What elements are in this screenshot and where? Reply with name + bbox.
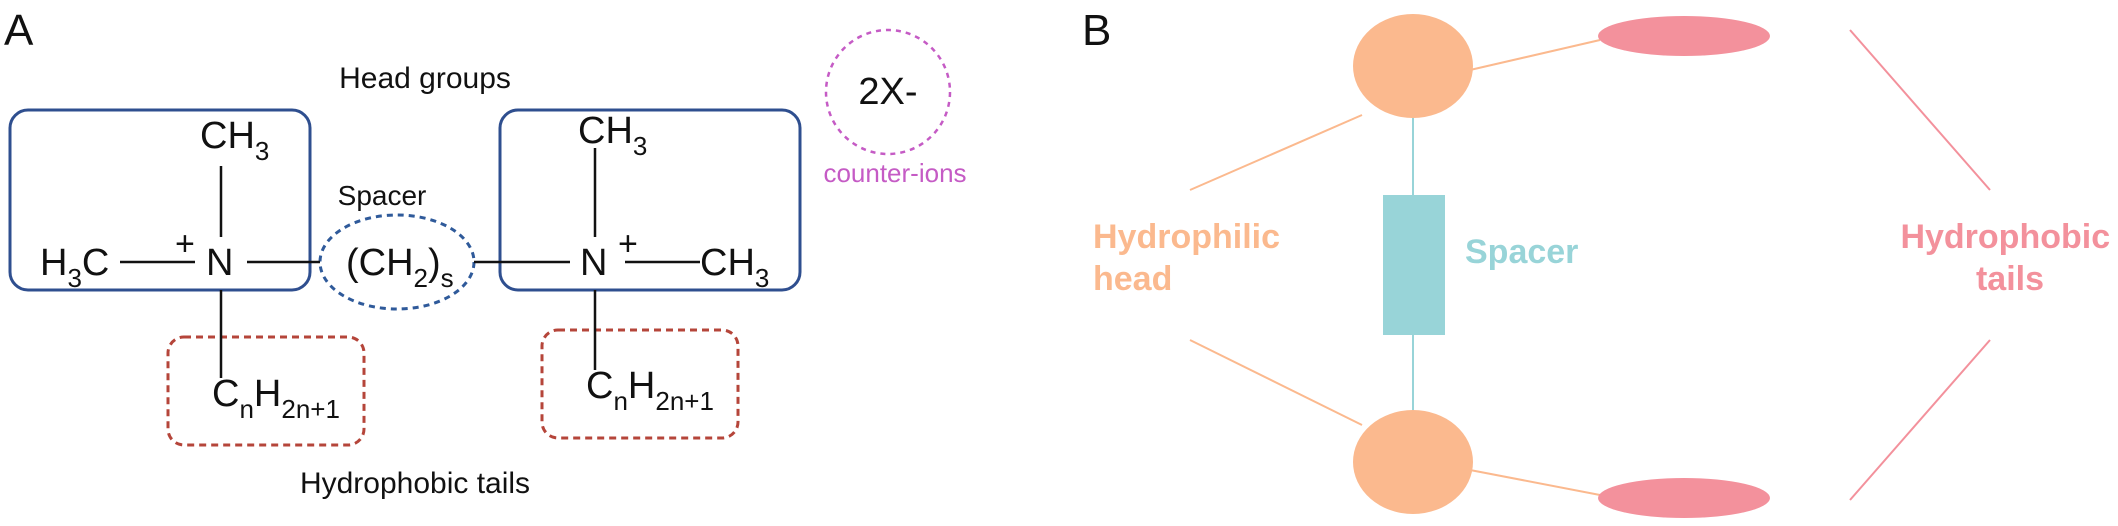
hydrophobic-tail-top <box>1598 16 1770 56</box>
left-tail-box <box>166 335 366 447</box>
spacer-formula: (CH2)s <box>346 242 454 293</box>
left-ch3-top: CH3 <box>200 115 269 166</box>
spacer-label-b: Spacer <box>1465 233 1578 271</box>
counter-ions-label: counter-ions <box>823 158 966 188</box>
right-tail-box <box>540 328 740 440</box>
panel-a-letter: A <box>4 6 34 55</box>
left-charge: + <box>175 225 195 263</box>
head-bottom-to-tail-line <box>1469 469 1601 496</box>
hydrophilic-head-label: Hydrophilic head <box>1093 218 1289 298</box>
right-nitrogen: N <box>580 242 607 284</box>
tail-top-label-line <box>1849 29 1991 191</box>
right-charge: + <box>618 225 638 263</box>
hydrophobic-tails-label-b: Hydrophobic tails <box>1900 218 2118 298</box>
hydrophilic-head-top <box>1353 14 1473 118</box>
hydrophobic-tail-bottom <box>1598 478 1770 518</box>
head-groups-label: Head groups <box>339 62 511 95</box>
right-ch3-top: CH3 <box>578 110 647 161</box>
counter-ion-formula: 2X- <box>858 71 917 113</box>
left-head-group-box <box>8 108 312 292</box>
left-nitrogen: N <box>206 242 233 284</box>
right-head-group-box <box>498 108 802 292</box>
counter-ion-circle <box>824 28 952 156</box>
right-tail-formula: CnH2n+1 <box>586 365 714 416</box>
panel-a: A Head groups Spacer CH3 H3C + N (CH2)s … <box>4 6 967 500</box>
panel-b: B Hydrophilic head Spacer Hydrophobic ta… <box>1082 6 2118 518</box>
right-ch3-side: CH3 <box>700 242 769 293</box>
head-top-to-tail-line <box>1469 39 1601 71</box>
head-top-label-line <box>1189 114 1363 191</box>
head-bottom-label-line <box>1189 339 1363 426</box>
panel-b-letter: B <box>1082 6 1111 55</box>
tail-bottom-label-line <box>1849 339 1991 501</box>
left-tail-formula: CnH2n+1 <box>212 373 340 424</box>
hydrophilic-head-bottom <box>1353 410 1473 514</box>
spacer-rect <box>1383 195 1445 335</box>
left-h3c: H3C <box>40 242 109 293</box>
spacer-label: Spacer <box>338 180 427 211</box>
hydrophobic-tails-label: Hydrophobic tails <box>300 467 530 500</box>
